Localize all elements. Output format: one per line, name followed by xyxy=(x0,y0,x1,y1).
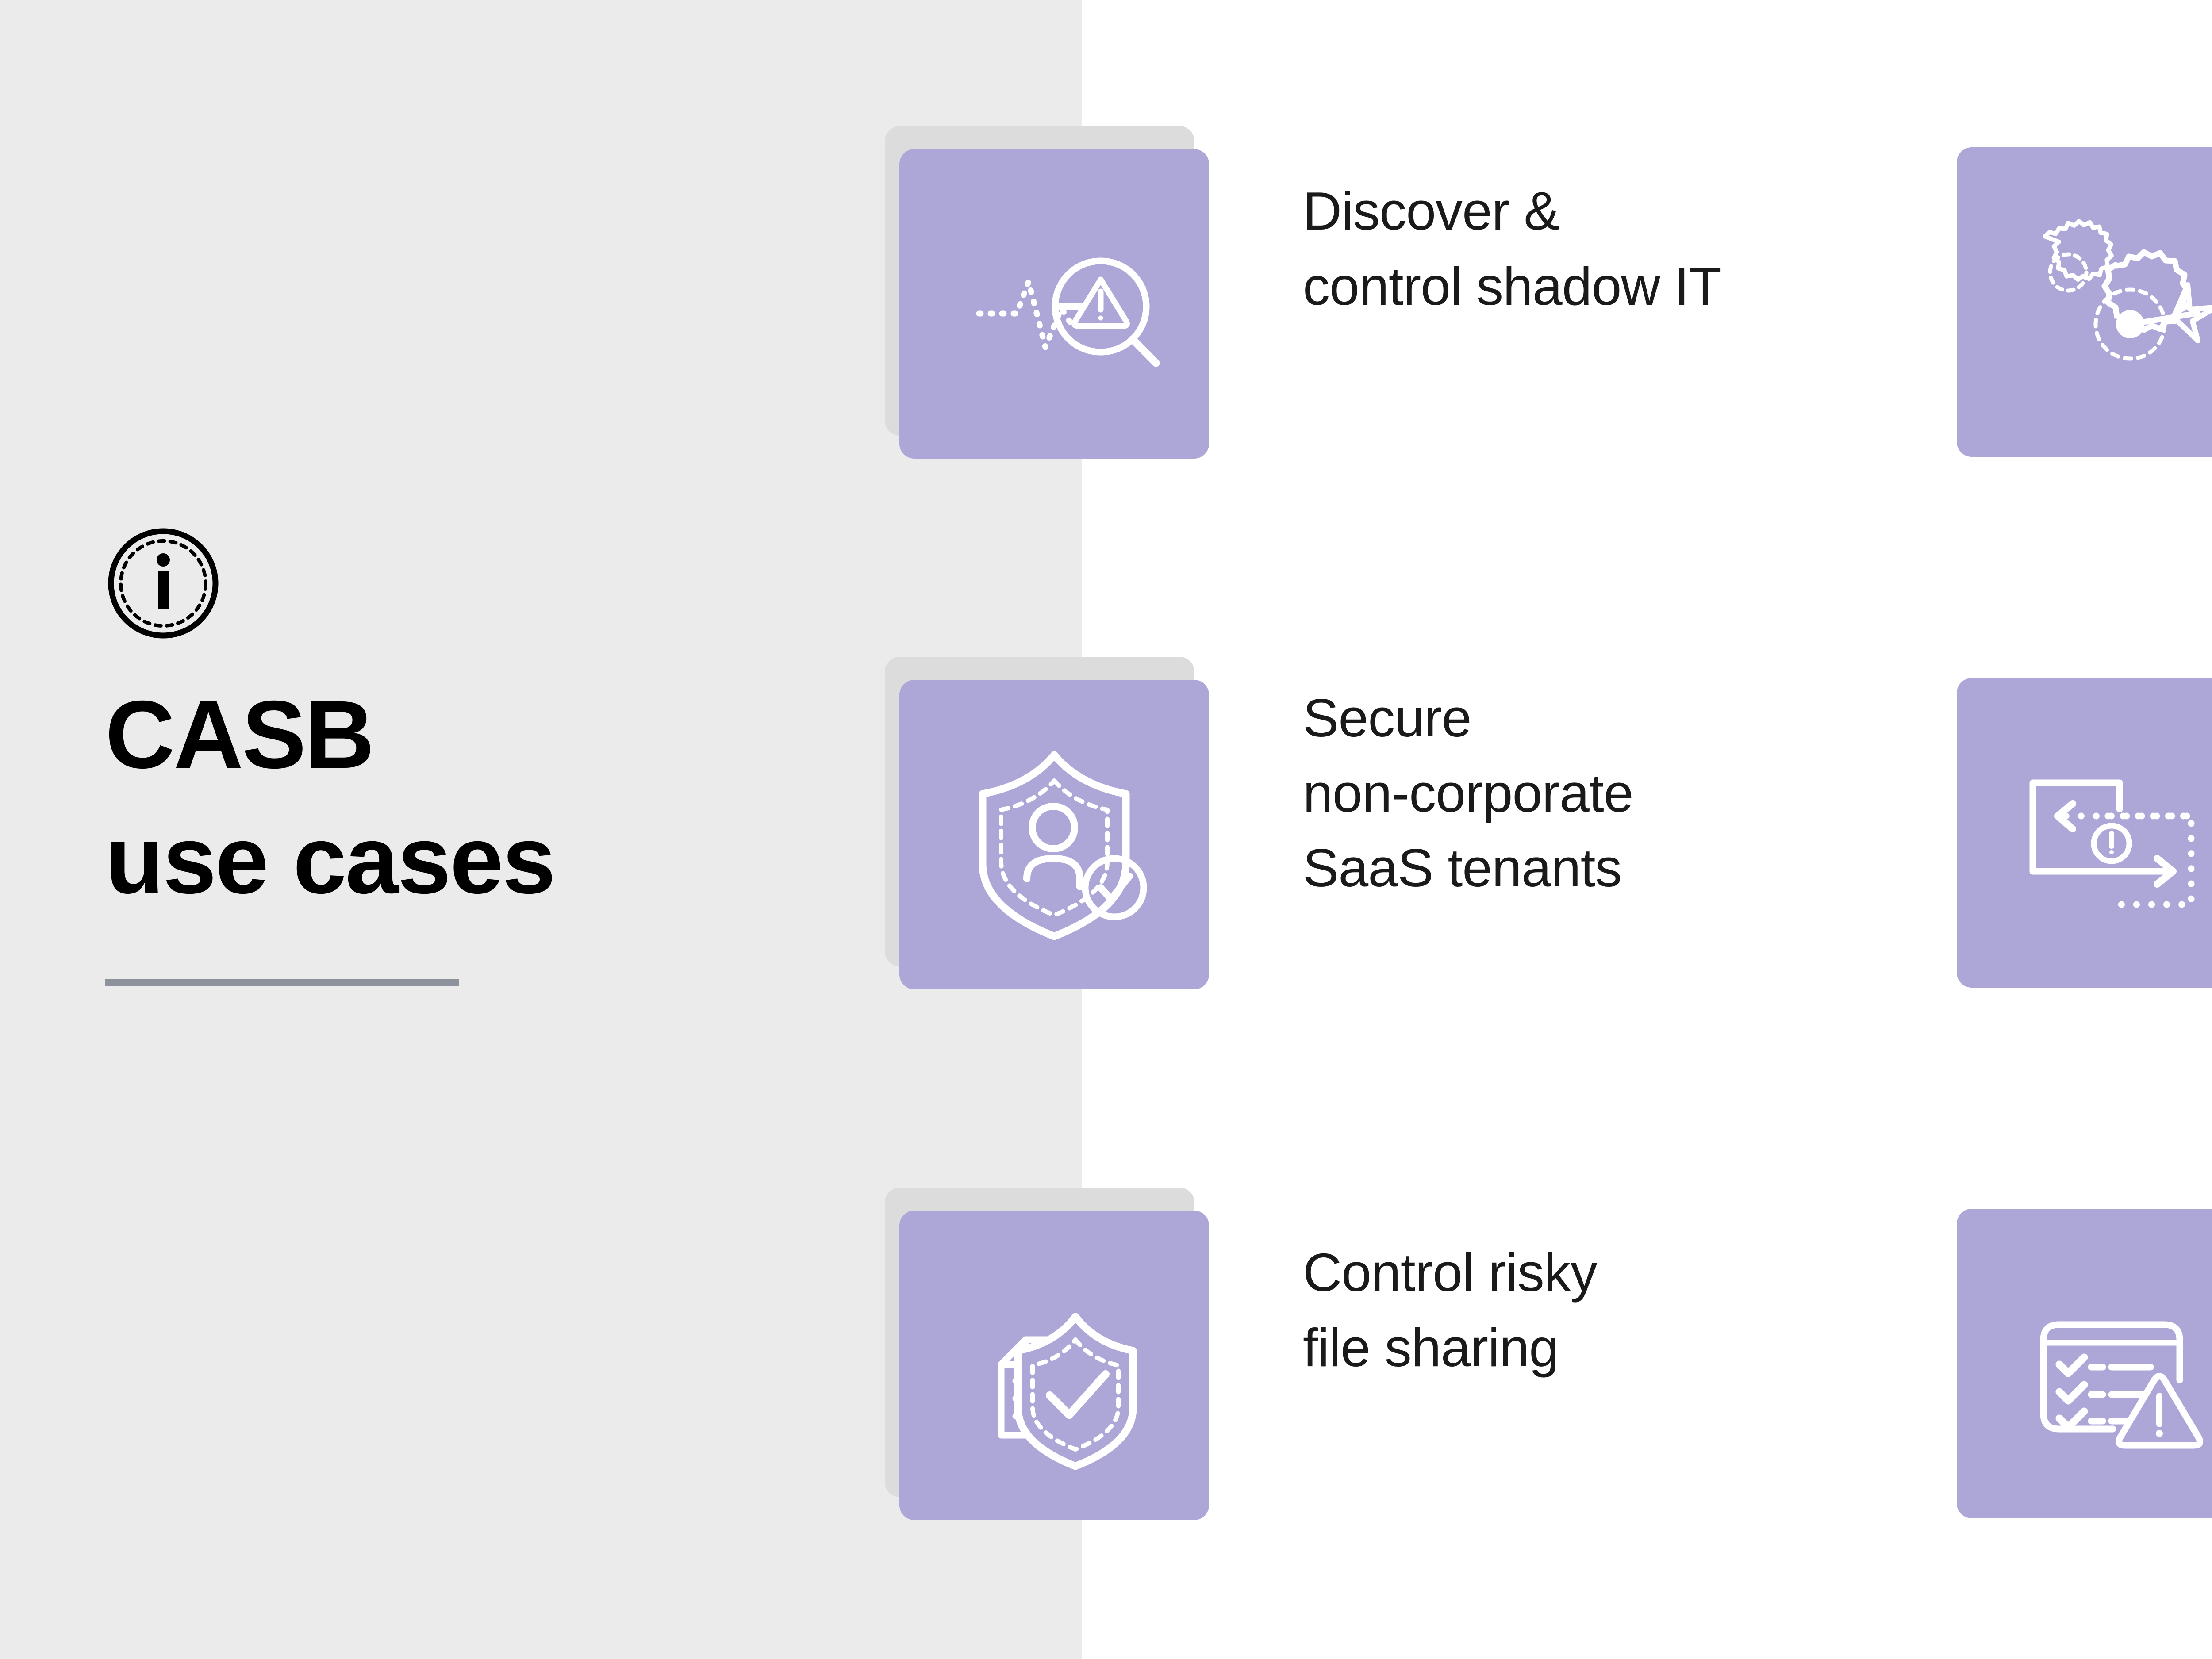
usecase-tile-wrap xyxy=(885,657,1209,989)
title-divider xyxy=(105,979,459,986)
usecase-item-remediate-saas-misconfigurations[interactable]: Remediate SaaS misconfigurations xyxy=(1957,147,2212,457)
gears-target-arrow-icon xyxy=(2043,219,2212,361)
document-shield-check-icon xyxy=(998,1313,1137,1470)
page-title-line-1: CASB xyxy=(105,681,375,789)
pulse-magnifier-warning-icon xyxy=(976,257,1160,367)
usecase-tile[interactable] xyxy=(899,680,1209,989)
usecase-item-secure-non-corporate-saas-tenants[interactable]: Secure non-corporate SaaS tenants xyxy=(885,657,1634,989)
usecase-tile-wrap xyxy=(1957,147,2212,457)
usecase-item-avoid-data-leakage[interactable]: Avoid data leakage xyxy=(1957,678,2212,988)
usecase-tile[interactable] xyxy=(1957,1209,2212,1518)
usecase-tile[interactable] xyxy=(1957,678,2212,988)
usecase-item-discover-control-shadow-it[interactable]: Discover & control shadow IT xyxy=(885,126,1722,459)
page-title-line-2: use cases xyxy=(105,806,556,914)
usecase-tile[interactable] xyxy=(899,1211,1209,1520)
usecase-item-prevent-successful-attacks[interactable]: Prevent successful attacks xyxy=(1957,1209,2212,1518)
data-transfer-warning-icon xyxy=(2029,779,2195,908)
usecase-tile-wrap xyxy=(1957,678,2212,988)
usecase-tile-wrap xyxy=(885,1188,1209,1520)
usecase-tile-wrap xyxy=(1957,1209,2212,1518)
usecase-label: Discover & control shadow IT xyxy=(1303,181,1722,316)
usecase-item-control-risky-file-sharing[interactable]: Control risky file sharing xyxy=(885,1188,1598,1520)
page-title: CASB use cases xyxy=(105,672,857,923)
usecase-tile[interactable] xyxy=(1957,147,2212,457)
usecase-label: Control risky file sharing xyxy=(1303,1242,1598,1378)
usecase-label: Secure non-corporate SaaS tenants xyxy=(1303,688,1634,898)
usecase-tile-wrap xyxy=(885,126,1209,459)
usecase-tile[interactable] xyxy=(899,149,1209,459)
shield-user-check-icon xyxy=(979,751,1147,940)
info-circle-icon xyxy=(107,527,219,640)
checklist-warning-icon xyxy=(2040,1321,2204,1449)
